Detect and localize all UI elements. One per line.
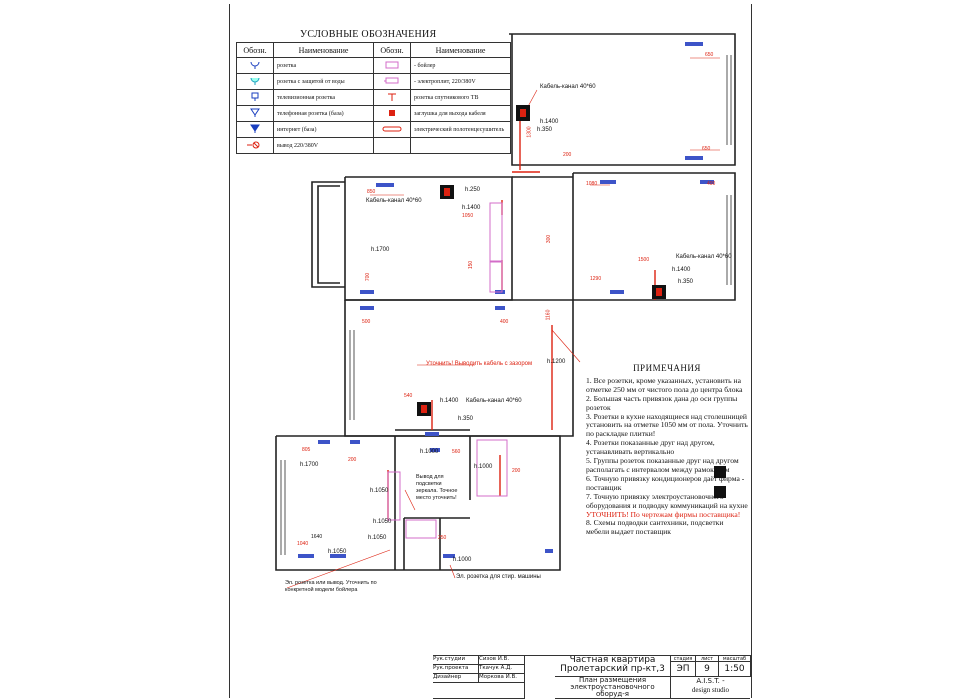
tb-scale: 1:50 (719, 662, 751, 677)
note-item-warning: УТОЧНИТЬ! По чертежам фирмы поставщика! (586, 509, 741, 519)
note-item: 6. Точную привязку кондиционеров даёт фи… (586, 473, 745, 492)
height-label: h.1000 (420, 449, 439, 455)
notes-title: ПРИМЕЧАНИЯ (633, 363, 701, 373)
cable-channel-label: Кабель-канал 40*60 (540, 84, 596, 90)
height-label: h.1400 (440, 398, 459, 404)
dimension: 1290 (590, 276, 602, 282)
room-outline (275, 435, 561, 571)
note-item: 4. Розетки показанные друг над другом, у… (586, 438, 715, 457)
height-label: h.1400 (462, 205, 481, 211)
dimension: 805 (302, 447, 311, 453)
dimension: 1300 (526, 126, 533, 138)
dimension: 700 (365, 272, 372, 282)
dimension: 850 (367, 189, 376, 195)
dimension: 1500 (638, 257, 650, 263)
height-label: h.350 (537, 127, 553, 133)
legend-title: УСЛОВНЫЕ ОБОЗНАЧЕНИЯ (300, 29, 437, 40)
dimension: 650 (702, 146, 711, 152)
dimension: 1080 (586, 181, 598, 187)
dimension: 400 (500, 319, 509, 325)
dimension: 400 (707, 181, 716, 187)
height-label: h.350 (678, 279, 694, 285)
height-label: h.1050 (328, 549, 347, 555)
note-item: 8. Схемы подводки сантехники, подсветки … (586, 518, 724, 537)
bay-window (317, 185, 340, 284)
note-item: 2. Большая часть привязок дана до оси гр… (586, 393, 738, 412)
height-label: h.1700 (300, 462, 319, 468)
note-item: 5. Группы розеток показанные друг над др… (586, 456, 739, 474)
height-label: h.1050 (370, 488, 389, 494)
note-item: 7. Точную привязку электроустановочного … (586, 491, 748, 510)
room-outline (572, 172, 736, 301)
dimension: 1640 (311, 534, 323, 540)
dimension: 150 (468, 260, 475, 270)
tb-stage: ЭП (671, 662, 696, 677)
bay-window (311, 181, 345, 288)
tb-sheet: 9 (696, 662, 719, 677)
tb-name: Ткачук А.Д. (479, 665, 525, 674)
boiler-note: Эл. розетка или вывод. Уточнить по конкр… (285, 580, 377, 593)
outlet-blocks (417, 105, 726, 498)
height-label: h.1050 (373, 519, 392, 525)
height-label: h.1400 (540, 119, 559, 125)
room-outline (344, 299, 574, 437)
note-item: 3. Розетки в кухне находящиеся над столе… (586, 411, 748, 439)
tb-scale-header: масштаб (719, 656, 751, 662)
cable-channel-label: Кабель-канал 40*60 (466, 398, 522, 404)
notes-block: ПРИМЕЧАНИЯ 1. Все розетки, кроме указанн… (586, 364, 748, 537)
dimension: 560 (452, 449, 461, 455)
washer-note: Эл. розетка для стир. машины (456, 574, 541, 580)
dimension: 200 (348, 457, 357, 463)
dimension: 200 (563, 152, 572, 158)
height-label: h.1000 (453, 557, 472, 563)
dimension: 540 (404, 393, 413, 399)
dimension: 500 (362, 319, 371, 325)
clarify-cable-note: Уточнить! Выводить кабель с зазором (426, 361, 533, 367)
note-item: 1. Все розетки, кроме указанных, установ… (586, 375, 743, 394)
height-label: h.350 (458, 416, 474, 422)
socket-groups (298, 42, 714, 558)
tb-studio: A.I.S.T. - design studio (671, 677, 750, 699)
tb-role: Рук.студии (433, 656, 479, 665)
dimension: 300 (546, 234, 553, 244)
sheet-frame (229, 4, 752, 698)
dimension: 1050 (462, 213, 474, 219)
dimension: 1040 (297, 541, 309, 547)
cable-channel-label: Кабель-канал 40*60 (366, 198, 422, 204)
legend-table: Обозн. Наименование Обозн. Наименование … (236, 42, 511, 154)
height-label: h.1200 (547, 359, 566, 365)
dimension: 250 (438, 535, 447, 541)
tb-stage-header: стадия (671, 656, 696, 662)
tb-role: Дизайнер (433, 674, 479, 683)
height-label: h.1400 (672, 267, 691, 273)
legend-label (410, 137, 511, 154)
tb-name: Моркова И.В. (479, 674, 525, 683)
tb-sheet-title: План размещения электроустановочного обо… (555, 677, 671, 699)
height-label: h.250 (465, 187, 481, 193)
dimension: 1160 (545, 309, 552, 321)
height-label: h.1700 (371, 247, 390, 253)
tb-sheet-header: лист (696, 656, 719, 662)
tb-name: Сизов И.В. (479, 656, 525, 665)
output-icon (236, 137, 274, 154)
room-outline (344, 176, 513, 301)
height-label: h.1000 (474, 464, 493, 470)
dimension: 650 (705, 52, 714, 58)
tb-role: Рук.проекта (433, 665, 479, 674)
title-block: Рук.студии Сизов И.В. Рук.проекта Ткачук… (433, 655, 751, 699)
cable-channel-label: Кабель-канал 40*60 (676, 254, 732, 260)
height-label: h.1050 (368, 535, 387, 541)
room-outline (509, 33, 736, 166)
mirror-note: Вывод для подсветки зеркала. Точное мест… (416, 474, 458, 501)
dimension: 200 (512, 468, 521, 474)
